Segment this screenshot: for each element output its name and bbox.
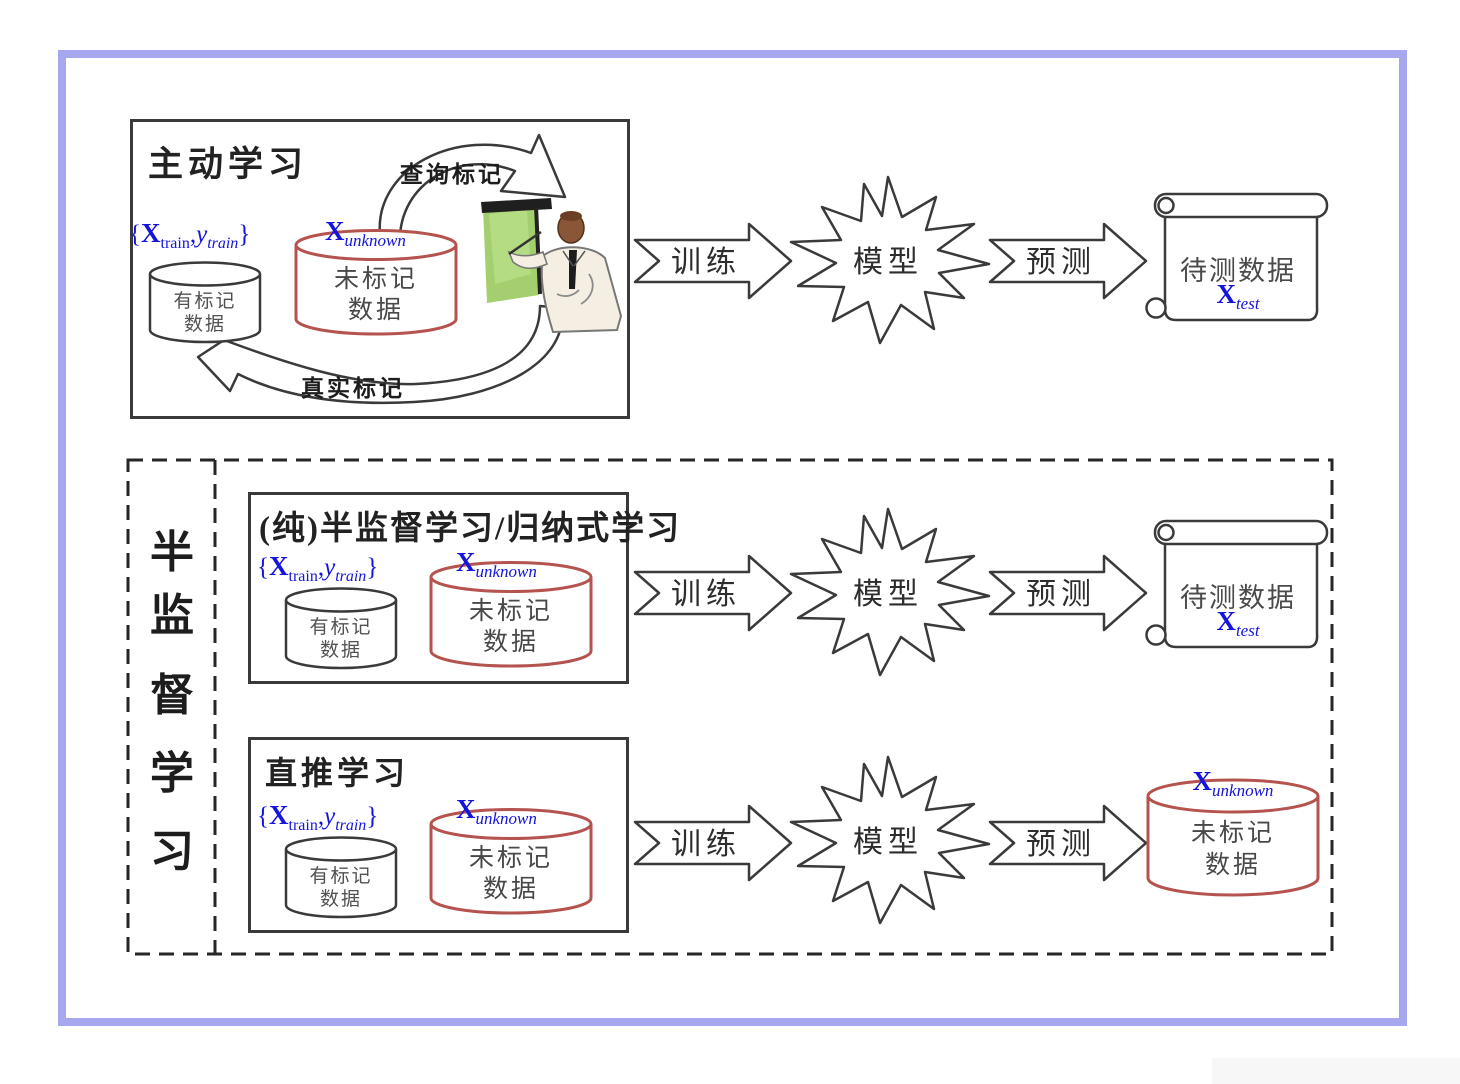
unlabeled-data-cylinder: 未标记 数据 xyxy=(429,561,593,668)
predict-arrow: 预测 xyxy=(988,804,1148,882)
train-arrow-label: 训练 xyxy=(671,578,741,611)
test-set-label: Xtest xyxy=(1216,606,1260,640)
test-scroll-title: 待测数据 xyxy=(1180,583,1296,613)
unlabeled-cylinder-line1: 未标记 xyxy=(334,265,418,293)
active-learning-title: 主动学习 xyxy=(148,145,309,184)
unknown-set-label: Xunknown xyxy=(456,794,537,828)
active-learning-box: 主动学习 查询标记 有标记 数据 未标记 数据 {Xtrain,ytrain} … xyxy=(129,119,630,419)
query-arrow xyxy=(378,133,567,237)
unlabeled-cylinder-line1: 未标记 xyxy=(469,844,553,872)
labeled-cylinder-line2: 数据 xyxy=(320,888,362,910)
inductive-learning-box: (纯)半监督学习/归纳式学习 有标记 数据 未标记 数据 {Xtrain,ytr… xyxy=(248,492,679,684)
labeled-cylinder-line1: 有标记 xyxy=(309,865,372,887)
train-arrow: 训练 xyxy=(633,222,793,300)
labeled-data-cylinder: 有标记 数据 xyxy=(284,587,398,670)
unlabeled-data-cylinder: 未标记 数据 xyxy=(429,808,593,915)
oracle-person-illustration xyxy=(481,198,623,334)
unknown-set-label: Xunknown xyxy=(325,216,406,250)
model-starburst: 模型 xyxy=(789,175,991,345)
group-label-char-2: 监 xyxy=(150,591,194,640)
inductive-learning-title: (纯)半监督学习/归纳式学习 xyxy=(259,511,682,547)
bottom-right-strip xyxy=(1212,1058,1460,1084)
train-arrow: 训练 xyxy=(633,804,793,882)
train-set-label: {Xtrain,ytrain} xyxy=(257,551,379,585)
test-set-label: Xtest xyxy=(1216,279,1260,313)
train-arrow-label: 训练 xyxy=(671,246,741,279)
train-set-label: {Xtrain,ytrain} xyxy=(257,800,379,834)
model-label: 模型 xyxy=(853,826,923,859)
unlabeled-cylinder-line2: 数据 xyxy=(483,875,539,903)
unlabeled-cylinder-line1: 未标记 xyxy=(469,597,553,625)
unlabeled-data-cylinder: 未标记 数据 xyxy=(294,229,458,336)
unlabeled-cylinder-line1: 未标记 xyxy=(1191,819,1275,847)
predict-arrow-label: 预测 xyxy=(1026,246,1096,279)
predict-arrow-label: 预测 xyxy=(1026,828,1096,861)
labeled-data-cylinder: 有标记 数据 xyxy=(148,261,262,344)
model-starburst: 模型 xyxy=(789,507,991,677)
train-arrow-label: 训练 xyxy=(671,828,741,861)
model-label: 模型 xyxy=(853,578,923,611)
train-arrow: 训练 xyxy=(633,554,793,632)
test-data-scroll: 待测数据 Xtest xyxy=(1141,516,1333,661)
group-label-char-5: 习 xyxy=(150,827,194,876)
unlabeled-cylinder-line2: 数据 xyxy=(348,296,404,324)
query-arrow-label: 查询标记 xyxy=(400,162,504,187)
test-data-scroll: 待测数据 Xtest xyxy=(1141,189,1333,334)
test-scroll-title: 待测数据 xyxy=(1180,256,1296,286)
model-label: 模型 xyxy=(853,246,923,279)
group-label-char-4: 学 xyxy=(150,749,194,798)
group-label-char-1: 半 xyxy=(150,528,194,577)
labeled-cylinder-line1: 有标记 xyxy=(173,290,236,312)
labeled-data-cylinder: 有标记 数据 xyxy=(284,836,398,919)
group-label-char-3: 督 xyxy=(150,671,194,720)
model-starburst: 模型 xyxy=(789,755,991,925)
semi-supervised-group-box: 半 监 督 学 习 xyxy=(126,458,1334,956)
unknown-set-label: Xunknown xyxy=(456,547,537,581)
transductive-learning-title: 直推学习 xyxy=(265,755,410,791)
board-top-bar xyxy=(481,198,552,213)
true-arrow-label: 真实标记 xyxy=(301,376,405,401)
true-label-arrow xyxy=(196,304,564,405)
labeled-cylinder-line2: 数据 xyxy=(184,313,226,335)
unknown-set-label: Xunknown xyxy=(1192,766,1274,800)
unlabeled-cylinder-line2: 数据 xyxy=(483,628,539,656)
transductive-learning-box: 直推学习 有标记 数据 未标记 数据 {Xtrain,ytrain} Xunkn… xyxy=(248,737,629,933)
predict-arrow: 预测 xyxy=(988,554,1148,632)
predict-arrow: 预测 xyxy=(988,222,1148,300)
labeled-cylinder-line2: 数据 xyxy=(320,639,362,661)
labeled-cylinder-line1: 有标记 xyxy=(309,616,372,638)
train-set-label: {Xtrain,ytrain} xyxy=(129,218,251,252)
predict-arrow-label: 预测 xyxy=(1026,578,1096,611)
outer-frame xyxy=(58,50,1407,1026)
unlabeled-cylinder-line2: 数据 xyxy=(1205,851,1261,879)
target-unlabeled-cylinder: 未标记 数据 xyxy=(1146,778,1320,897)
